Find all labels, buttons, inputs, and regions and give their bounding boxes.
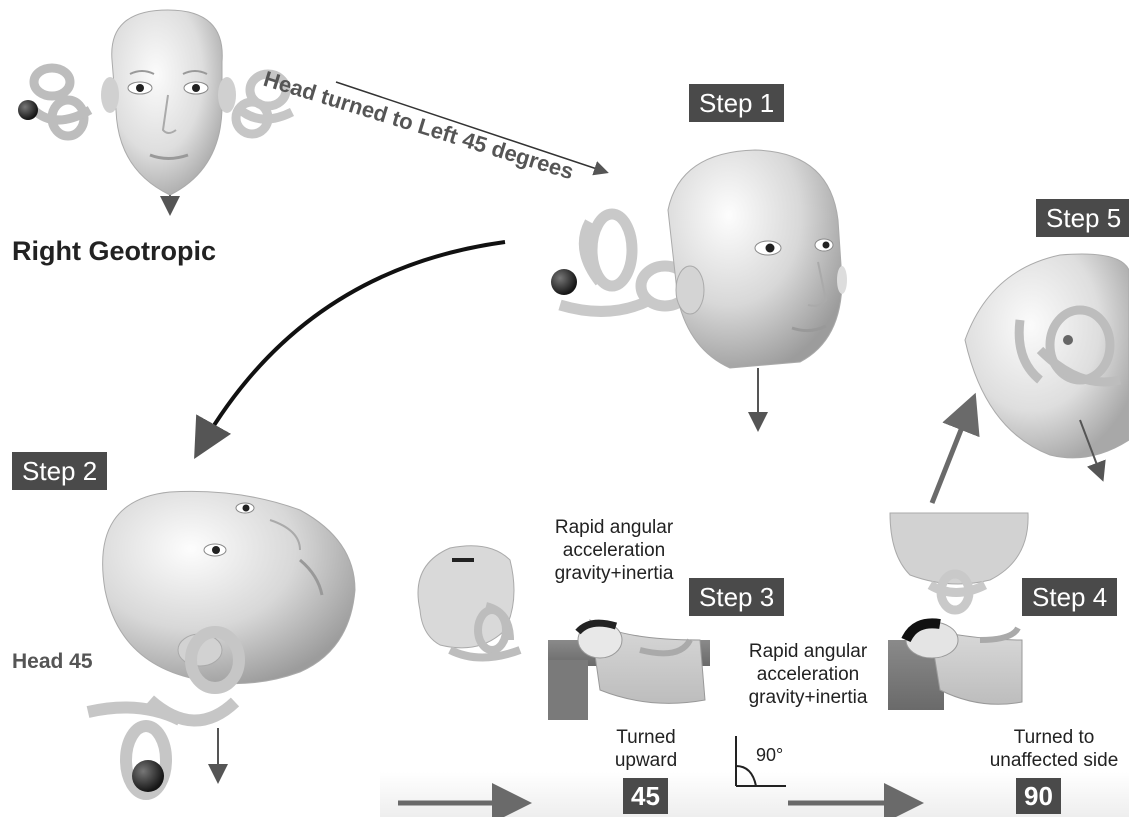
patient-step3-scene [548, 620, 710, 720]
head-frontal-figure [18, 10, 292, 212]
step-1-label: Step 1 [689, 84, 784, 122]
rapid-acceleration-note-2: Rapid angular acceleration gravity+inert… [724, 640, 892, 709]
otolith-ball [132, 760, 164, 792]
transition-arrow-4-5 [932, 402, 972, 503]
otolith-ball [18, 100, 38, 120]
rapid-acceleration-note-1: Rapid angular acceleration gravity+inert… [530, 516, 698, 585]
angle-badge-90: 90 [1016, 778, 1061, 814]
head-step1-figure [551, 150, 847, 428]
otolith-ball [551, 269, 577, 295]
angle-label: 90° [756, 744, 783, 767]
head-step5-figure [965, 254, 1129, 478]
turned-upward-caption: Turned upward [596, 726, 696, 772]
step-4-label: Step 4 [1022, 578, 1117, 616]
head-side-small-figure [418, 546, 520, 658]
head-45-label: Head 45 [12, 650, 93, 674]
patient-step4-scene [888, 622, 1028, 710]
step-2-label: Step 2 [12, 452, 107, 490]
step-3-label: Step 3 [689, 578, 784, 616]
right-geotropic-title: Right Geotropic [12, 236, 216, 267]
turned-unaffected-caption: Turned to unaffected side [980, 726, 1128, 772]
transition-arrow-1-2 [198, 242, 505, 452]
head-step2-figure [88, 491, 355, 794]
angle-badge-45: 45 [623, 778, 668, 814]
step-5-label: Step 5 [1036, 199, 1129, 237]
head-step4-top-figure [890, 513, 1028, 610]
inner-ear-left [34, 68, 90, 136]
